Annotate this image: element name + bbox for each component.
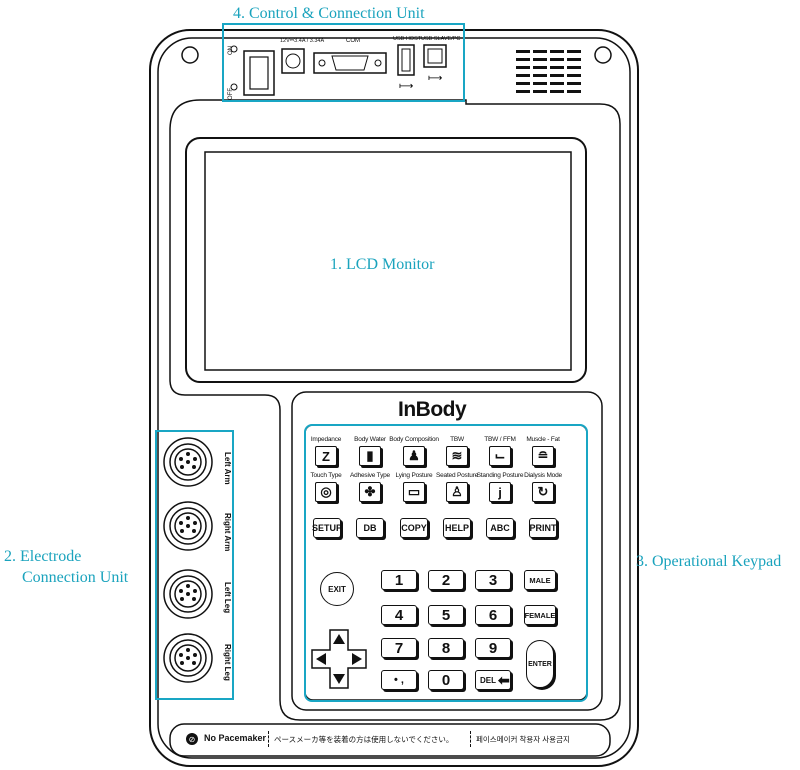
fn-label-body-composition: Body Composition	[389, 436, 439, 443]
brand-logo: InBody	[398, 398, 467, 421]
fn-label-touch-type: Touch Type	[310, 472, 342, 479]
dialysis-mode-key[interactable]: ↻	[532, 482, 554, 502]
digit-5-key[interactable]: 5	[428, 605, 464, 625]
callout-electrode-line1: 2. Electrode	[4, 548, 82, 565]
fn-label-lying-posture: Lying Posture	[395, 472, 433, 479]
copy-key[interactable]: COPY	[400, 518, 428, 538]
impedance-key[interactable]: Z	[315, 446, 337, 466]
male-key[interactable]: MALE	[524, 570, 556, 590]
electrode-label-right-leg: Right Leg	[223, 644, 232, 681]
help-key[interactable]: HELP	[443, 518, 471, 538]
standing-posture-key[interactable]: j	[489, 482, 511, 502]
fn-label-adhesive-type: Adhesive Type	[350, 472, 390, 479]
electrode-unit-highlight	[155, 430, 234, 700]
fn-label-tbw-ffm: TBW / FFM	[484, 436, 516, 443]
digit-4-key[interactable]: 4	[381, 605, 417, 625]
callout-electrode-line2: Connection Unit	[22, 569, 129, 586]
digit-0-key[interactable]: 0	[428, 670, 464, 690]
body-composition-key[interactable]: ♟	[403, 446, 425, 466]
print-key[interactable]: PRINT	[529, 518, 557, 538]
footer-warning: No Pacemaker	[204, 733, 267, 743]
body-water-key[interactable]: ▮	[359, 446, 381, 466]
digit-2-key[interactable]: 2	[428, 570, 464, 590]
tbw-key[interactable]: ≋	[446, 446, 468, 466]
fn-label-muscle-fat: Muscle - Fat	[526, 436, 560, 443]
no-pacemaker-icon: ⊘	[186, 733, 198, 745]
usb-host-label: USB HOST	[393, 36, 422, 42]
svg-text:⟼: ⟼	[399, 81, 413, 92]
footer-divider-2	[470, 731, 471, 747]
on-label: ON	[228, 46, 234, 55]
footer-japanese: ペースメーカ等を装着の方は使用しないでください。	[274, 735, 454, 744]
digit-7-key[interactable]: 7	[381, 638, 417, 658]
digit-9-key[interactable]: 9	[475, 638, 511, 658]
adhesive-type-key[interactable]: ✤	[359, 482, 381, 502]
setup-key[interactable]: SETUP	[312, 518, 342, 538]
digit-8-key[interactable]: 8	[428, 638, 464, 658]
enter-key[interactable]: ENTER	[526, 640, 554, 688]
db-key[interactable]: DB	[356, 518, 384, 538]
footer-divider-1	[268, 731, 269, 747]
usb-slave-label: USB SLAVE/PC	[421, 36, 461, 42]
control-unit-highlight	[222, 23, 465, 102]
tbw-ffm-key[interactable]: ⌙	[489, 446, 511, 466]
fn-label-seated-posture: Seated Posture	[435, 472, 478, 479]
fn-label-body-water: Body Water	[354, 436, 386, 443]
footer-korean: 페이스메이커 착용자 사용금지	[476, 735, 570, 744]
power-spec-label: 12V⎓3.4A / 3.34A	[280, 38, 325, 44]
fn-label-dialysis-mode: Dialysis Mode	[524, 472, 562, 479]
electrode-connectors	[163, 437, 213, 683]
seated-posture-key[interactable]: ♙	[446, 482, 468, 502]
svg-text:⟼: ⟼	[428, 73, 442, 84]
del-label: DEL	[480, 675, 496, 685]
electrode-label-right-arm: Right Arm	[223, 513, 232, 552]
control-unit-ports: ⟼ ⟼	[230, 44, 447, 96]
digit-1-key[interactable]: 1	[381, 570, 417, 590]
exit-key[interactable]: EXIT	[320, 572, 354, 606]
com-label: COM	[346, 38, 360, 44]
muscle-fat-key[interactable]: ≘	[532, 446, 554, 466]
dot-comma-key[interactable]: • ,	[381, 670, 417, 690]
electrode-label-left-arm: Left Arm	[223, 452, 232, 485]
touch-type-key[interactable]: ◎	[315, 482, 337, 502]
electrode-label-left-leg: Left Leg	[223, 582, 232, 614]
fn-label-standing-posture: Standing Posture	[476, 472, 524, 479]
lying-posture-key[interactable]: ▭	[403, 482, 425, 502]
callout-control-unit: 4. Control & Connection Unit	[233, 5, 425, 22]
digit-3-key[interactable]: 3	[475, 570, 511, 590]
keypad-highlight	[304, 424, 588, 702]
backspace-arrow-icon: ⬅	[498, 671, 510, 688]
fn-label-tbw: TBW	[450, 436, 464, 443]
callout-operational-keypad: 3. Operational Keypad	[636, 553, 782, 570]
speaker-grille	[516, 50, 581, 93]
del-key[interactable]: DEL ⬅	[475, 670, 511, 690]
direction-pad[interactable]	[310, 628, 368, 690]
off-label: OFF	[228, 88, 234, 100]
abc-key[interactable]: ABC	[486, 518, 514, 538]
callout-lcd-monitor: 1. LCD Monitor	[330, 256, 435, 273]
digit-6-key[interactable]: 6	[475, 605, 511, 625]
fn-label-impedance: Impedance	[310, 436, 342, 443]
female-key[interactable]: FEMALE	[524, 605, 556, 625]
